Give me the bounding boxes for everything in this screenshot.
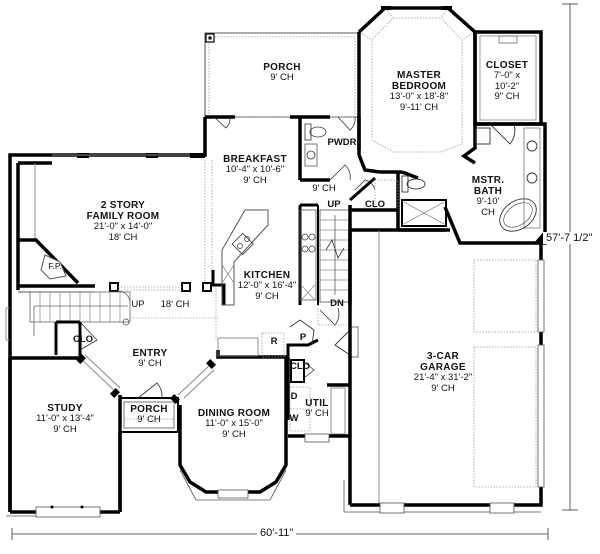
ceiling-height: 9' CH [138,358,162,370]
room-dimensions: 11'-0" x 13'-4" [36,413,94,425]
kitchen-label: KITCHEN 12'-0" x 16'-4" 9' CH [238,270,296,302]
pantry-label: P [299,332,307,343]
dryer-label: D [290,391,298,402]
family-room-label: 2 STORY FAMILY ROOM 21'-0" x 14'-0" 18' … [87,200,160,244]
fireplace-label: F.P. [48,261,62,271]
ceiling-height: CH [481,207,495,218]
washer-label: W [289,413,299,424]
refrigerator-label: R [270,336,278,347]
room-name: PORCH [263,62,301,73]
room-name: FAMILY ROOM [86,211,160,223]
front-porch-label: PORCH 9' CH [130,404,168,426]
hall-ceiling-height: 9' CH [312,183,336,194]
ceiling-height: 9' CH [255,290,279,302]
front-porch-walls [118,359,216,512]
room-name: KITCHEN [243,270,291,281]
room-name: BATH [473,186,503,198]
garage-walls [343,228,545,514]
ceiling-height: 9' CH [243,174,267,186]
ceiling-height: 9' CH [270,72,294,84]
utility-label: UTIL 9' CH [305,398,328,420]
room-name: 3-CAR [426,351,460,362]
ceiling-height: 9" CH [494,91,520,103]
room-dimensions: 11'-0" x 15'-0" [205,418,263,430]
powder-room-label: PWDR [327,137,357,148]
ceiling-height: 9' CH [222,428,246,440]
hall-closet-label: CLO [364,199,386,210]
room-name: GARAGE [420,362,466,374]
garage-label: 3-CAR GARAGE 21'-4" x 31'-2" 9' CH [414,351,472,395]
breakfast-walls [205,115,361,182]
dining-room-label: DINING ROOM 11'-0" x 15'-0" 9' CH [198,408,270,440]
room-name: 2 STORY [100,200,146,211]
room-dimensions: 12'-0" x 16'-4" [237,280,297,292]
room-dimensions: 7'-0" x [493,70,521,82]
room-name: DINING ROOM [197,408,271,419]
basement-stair-dn-label-text: DN [330,298,344,309]
room-dimensions: 10'-2" [494,80,520,92]
ceiling-height: 9' CH [137,414,161,426]
master-bath-label: MSTR. BATH 9'-10' CH [472,175,505,219]
room-dimensions: 10'-4" x 10'-6" [225,164,285,176]
room-name: MASTER [396,70,442,81]
master-bedroom-label: MASTER BEDROOM 13'-0" x 18'-8" 9'-11' CH [390,70,448,114]
utility-closet-label: CLO [289,361,311,372]
room-name: UTIL [305,398,329,409]
ceiling-height: 9'-11' CH [399,102,439,113]
entry-label: ENTRY 9' CH [132,348,167,370]
rear-porch-label: PORCH 9' CH [263,62,301,84]
overall-depth-dimension: 57'-7 1/2" [543,232,596,244]
room-name: STUDY [47,403,83,414]
entry-closet-label: CLO [72,334,94,345]
room-name: ENTRY [132,348,168,359]
dining-room-walls [178,285,288,501]
room-name: BEDROOM [391,81,447,93]
study-label: STUDY 11'-0" x 13'-4" 9' CH [36,403,94,435]
study-walls [6,354,122,518]
utility-walls [286,319,359,443]
rear-stair-up-label: UP [327,199,341,210]
room-name: CLOSET [485,60,529,71]
ceiling-height: 9' CH [53,423,77,435]
main-stair [5,291,220,360]
room-dimensions: 9'-10' [476,196,500,208]
room-dimensions: 13'-0" x 18'-8" [389,91,449,103]
room-dimensions: 21'-0" x 14'-0" [93,221,153,233]
closet-label: CLOSET 7'-0" x 10'-2" 9" CH [486,60,528,103]
room-name: BREAKFAST [223,154,287,165]
ceiling-height: 9' CH [305,408,329,420]
room-dimensions: 21'-4" x 31'-2" [413,372,473,384]
foyer-ceiling-height: 18' CH [160,299,190,310]
family-room-walls [8,117,213,512]
breakfast-label: BREAKFAST 10'-4" x 10'-6" 9' CH [223,154,287,186]
room-name: PORCH [130,404,168,415]
ceiling-height: 9' CH [431,383,455,394]
ceiling-height: 18' CH [108,232,138,243]
main-stair-up-label: UP [131,299,145,310]
overall-width-dimension: 60'-11" [257,527,297,539]
room-name: MSTR. [471,175,505,186]
kitchen-walls [211,203,318,306]
